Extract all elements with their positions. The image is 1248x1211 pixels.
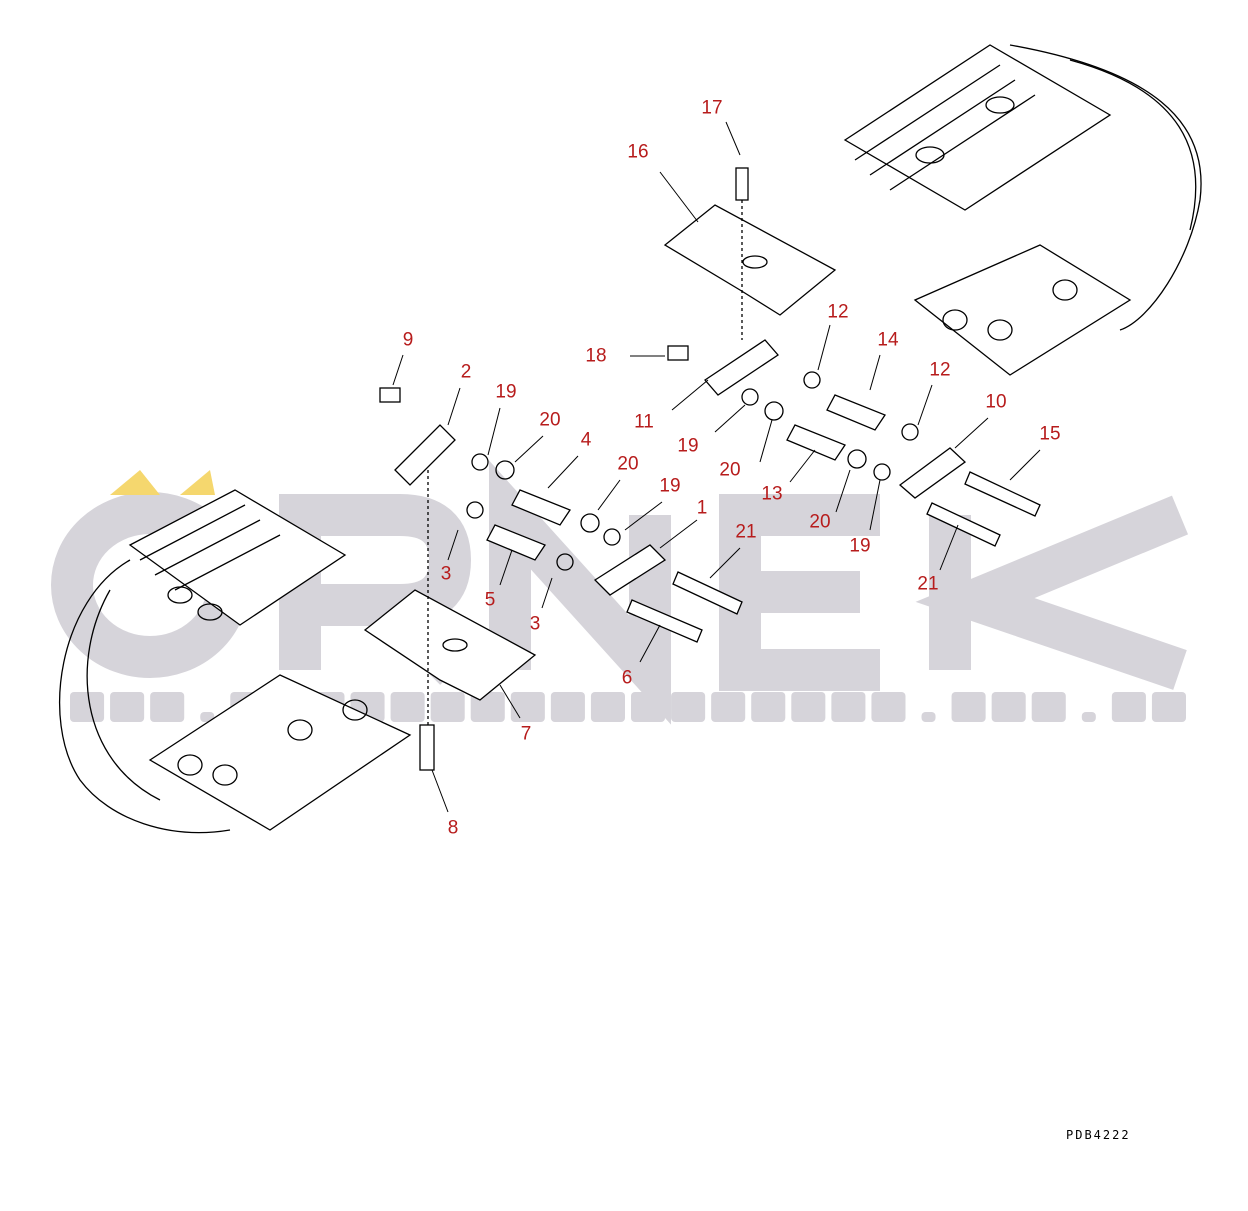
nut-9 (379, 387, 401, 403)
pin-15 (964, 471, 1041, 517)
watermark-glyph (390, 692, 425, 722)
callout-1: 1 (696, 497, 708, 519)
drawing-code: PDB4222 (1066, 1128, 1131, 1142)
link-2 (394, 424, 456, 486)
pin-21b (926, 502, 1001, 547)
callout-9: 9 (402, 329, 414, 351)
link-1 (593, 544, 667, 596)
track-assembly-left (58, 489, 412, 834)
watermark-glyph (951, 692, 986, 722)
watermark-glyph (590, 692, 625, 722)
bolt-8 (419, 724, 435, 771)
watermark-glyph (631, 692, 666, 722)
leader-lines (392, 121, 1041, 813)
watermark-glyph (510, 692, 545, 722)
watermark-glyph (871, 692, 906, 722)
callout-16: 16 (627, 141, 649, 163)
watermark-glyph (1031, 692, 1066, 722)
track-shoe-7 (363, 589, 537, 701)
callout-21: 21 (917, 573, 939, 595)
callout-17: 17 (701, 97, 723, 119)
bushing-14 (826, 394, 886, 431)
seal-rings (466, 371, 919, 571)
callout-15: 15 (1039, 423, 1061, 445)
link-10 (898, 447, 967, 499)
watermark-glyph (751, 692, 786, 722)
watermark-glyph (430, 692, 465, 722)
callout-4: 4 (580, 429, 592, 451)
callout-20: 20 (809, 511, 831, 533)
callout-3: 3 (529, 613, 541, 635)
callout-12: 12 (929, 359, 951, 381)
callout-5: 5 (484, 589, 496, 611)
callout-21: 21 (735, 521, 757, 543)
callout-20: 20 (539, 409, 561, 431)
bushing-13 (786, 424, 846, 461)
track-shoe-16 (663, 204, 837, 316)
watermark-glyph (70, 692, 105, 722)
callout-20: 20 (617, 453, 639, 475)
pin-6 (626, 599, 703, 643)
watermark-glyph (711, 692, 746, 722)
bushing-5 (486, 524, 546, 561)
watermark-glyph (110, 692, 145, 722)
callout-19: 19 (495, 381, 517, 403)
callout-12: 12 (827, 301, 849, 323)
watermark-glyph (1111, 692, 1146, 722)
callout-13: 13 (761, 483, 783, 505)
watermark-glyph (150, 692, 185, 722)
watermark-url (70, 692, 1186, 722)
callout-18: 18 (585, 345, 607, 367)
watermark-glyph (791, 692, 826, 722)
nut-18 (667, 345, 689, 361)
bushing-4 (511, 489, 571, 526)
callout-7: 7 (520, 723, 532, 745)
watermark-glyph (991, 692, 1026, 722)
watermark-glyph (921, 712, 936, 722)
callout-20: 20 (719, 459, 741, 481)
watermark-glyph (1151, 692, 1186, 722)
callout-8: 8 (447, 817, 459, 839)
callout-11: 11 (634, 411, 654, 433)
callout-14: 14 (877, 329, 899, 351)
callout-19: 19 (659, 475, 681, 497)
watermark-accent (110, 470, 160, 495)
bolt-17 (735, 167, 749, 201)
watermark-glyph (671, 692, 706, 722)
pin-21a (672, 571, 743, 615)
track-assembly-right (843, 44, 1202, 376)
callout-19: 19 (849, 535, 871, 557)
callout-19: 19 (677, 435, 699, 457)
watermark-glyph (831, 692, 866, 722)
callout-2: 2 (460, 361, 472, 383)
callout-10: 10 (985, 391, 1007, 413)
watermark-glyph (1081, 712, 1096, 722)
watermark-accent (180, 470, 215, 495)
callout-3: 3 (440, 563, 452, 585)
watermark-glyph (550, 692, 585, 722)
callout-6: 6 (621, 667, 633, 689)
link-11 (704, 339, 779, 396)
